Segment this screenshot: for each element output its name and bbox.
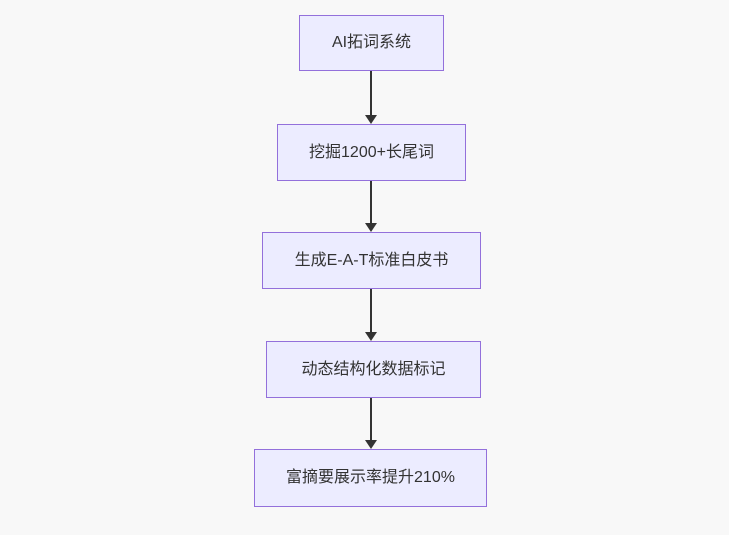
flow-node-structured-data-markup: 动态结构化数据标记 — [266, 341, 481, 398]
edge-line — [370, 289, 372, 332]
arrowhead-down-icon — [365, 440, 377, 449]
node-label: AI拓词系统 — [331, 34, 412, 52]
node-label: 富摘要展示率提升210% — [286, 469, 455, 487]
flow-node-eat-whitepaper: 生成E-A-T标准白皮书 — [262, 232, 481, 289]
edge-line — [370, 71, 372, 115]
flow-edge-4 — [365, 398, 377, 449]
flow-node-longtail-keywords: 挖掘1200+长尾词 — [277, 124, 466, 181]
arrowhead-down-icon — [365, 332, 377, 341]
node-label: 挖掘1200+长尾词 — [309, 143, 434, 161]
flow-edge-2 — [365, 181, 377, 232]
node-label: 动态结构化数据标记 — [301, 360, 446, 378]
arrowhead-down-icon — [365, 115, 377, 124]
edge-line — [370, 181, 372, 223]
flow-edge-3 — [365, 289, 377, 341]
node-label: 生成E-A-T标准白皮书 — [294, 251, 449, 269]
edge-line — [370, 398, 372, 440]
arrowhead-down-icon — [365, 223, 377, 232]
flow-node-ai-expansion-system: AI拓词系统 — [299, 15, 444, 71]
flow-node-rich-snippet-rate: 富摘要展示率提升210% — [254, 449, 487, 507]
flow-edge-1 — [365, 71, 377, 124]
